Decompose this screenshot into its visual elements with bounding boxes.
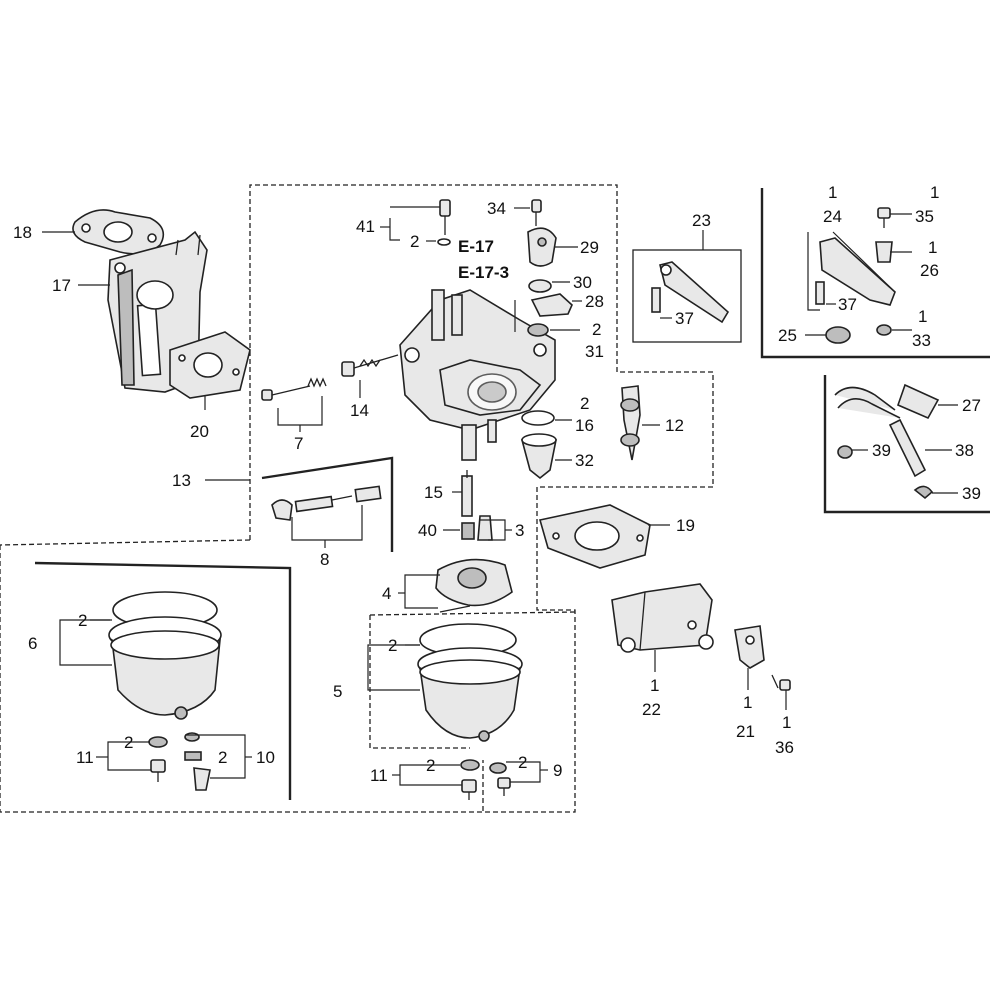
pilot-screw-7 — [261, 377, 327, 401]
callout-22: 22 — [642, 700, 661, 719]
gasket-19 — [538, 504, 651, 569]
reference-codes: E-17 E-17-3 — [458, 237, 509, 282]
callout-31-qty: 2 — [592, 320, 601, 339]
ref-code-e17: E-17 — [458, 237, 494, 256]
callout-15: 15 — [424, 483, 443, 502]
callout-40: 40 — [418, 521, 437, 540]
callout-11a-qty: 2 — [124, 733, 133, 752]
callout-11b-qty: 2 — [426, 756, 435, 775]
callout-23: 23 — [692, 211, 711, 230]
screw-14 — [341, 354, 399, 377]
callout-37-b: 37 — [838, 295, 857, 314]
callout-22-qty: 1 — [650, 676, 659, 695]
gasket-18 — [72, 209, 165, 255]
holder-21 — [734, 625, 791, 691]
drain-parts-right — [460, 759, 511, 800]
float-parts — [520, 385, 641, 480]
fuel-hoses — [834, 383, 940, 500]
callout-4: 4 — [382, 584, 391, 603]
callout-10: 10 — [256, 748, 275, 767]
callout-28: 28 — [585, 292, 604, 311]
callout-31: 31 — [585, 342, 604, 361]
callout-39-a: 39 — [872, 441, 891, 460]
callout-13: 13 — [172, 471, 191, 490]
callout-34: 34 — [487, 199, 506, 218]
parts — [72, 199, 940, 800]
screw-41 — [437, 199, 451, 246]
callout-5: 5 — [333, 682, 342, 701]
callout-24-qty: 1 — [828, 183, 837, 202]
callout-39-b: 39 — [962, 484, 981, 503]
callout-10-qty: 2 — [218, 748, 227, 767]
callout-7: 7 — [294, 434, 303, 453]
jet-parts — [461, 470, 493, 541]
callout-21-qty: 1 — [743, 693, 752, 712]
callout-37-a: 37 — [675, 309, 694, 328]
spring-set-8 — [271, 485, 382, 521]
drain-parts-left — [148, 732, 211, 791]
lever-23 — [651, 261, 730, 324]
callout-6-qty: 2 — [78, 611, 87, 630]
callout-16-qty: 2 — [580, 394, 589, 413]
plate-22 — [611, 583, 714, 653]
callout-12: 12 — [665, 416, 684, 435]
float-bowl-6 — [108, 591, 222, 720]
callout-25: 25 — [778, 326, 797, 345]
assembly-frames — [0, 184, 990, 813]
callout-35: 35 — [915, 207, 934, 226]
callout-19: 19 — [676, 516, 695, 535]
callout-9: 9 — [553, 761, 562, 780]
callout-21: 21 — [736, 722, 755, 741]
callout-11b: 11 — [370, 766, 388, 785]
callout-27: 27 — [962, 396, 981, 415]
callout-14: 14 — [350, 401, 369, 420]
callout-16: 16 — [575, 416, 594, 435]
callout-17: 17 — [52, 276, 71, 295]
callout-29: 29 — [580, 238, 599, 257]
callout-33-qty: 1 — [918, 307, 927, 326]
callout-41: 41 — [356, 217, 375, 236]
callout-20: 20 — [190, 422, 209, 441]
float-4 — [435, 558, 513, 613]
callout-24: 24 — [823, 207, 842, 226]
callout-6: 6 — [28, 634, 37, 653]
carburetor-body — [399, 289, 556, 461]
callout-11a: 11 — [76, 748, 94, 767]
callout-8: 8 — [320, 550, 329, 569]
callout-26: 26 — [920, 261, 939, 280]
float-bowl-5 — [417, 623, 523, 742]
callout-26-qty: 1 — [928, 238, 937, 257]
callout-labels: 18 17 20 13 41 2 34 29 30 28 2 31 14 7 2… — [13, 183, 981, 785]
ref-code-e17-3: E-17-3 — [458, 263, 509, 282]
callout-3: 3 — [515, 521, 524, 540]
callout-5-qty: 2 — [388, 636, 397, 655]
callout-41-qty: 2 — [410, 232, 419, 251]
callout-32: 32 — [575, 451, 594, 470]
callout-38: 38 — [955, 441, 974, 460]
callout-30: 30 — [573, 273, 592, 292]
callout-9-qty: 2 — [518, 753, 527, 772]
lever-24 — [815, 207, 896, 344]
leader-lines — [42, 206, 958, 786]
callout-18: 18 — [13, 223, 32, 242]
choke-parts — [527, 199, 573, 337]
gasket-20 — [169, 331, 251, 399]
callout-35-qty: 1 — [930, 183, 939, 202]
callout-36: 36 — [775, 738, 794, 757]
callout-36-qty: 1 — [782, 713, 791, 732]
callout-33: 33 — [912, 331, 931, 350]
